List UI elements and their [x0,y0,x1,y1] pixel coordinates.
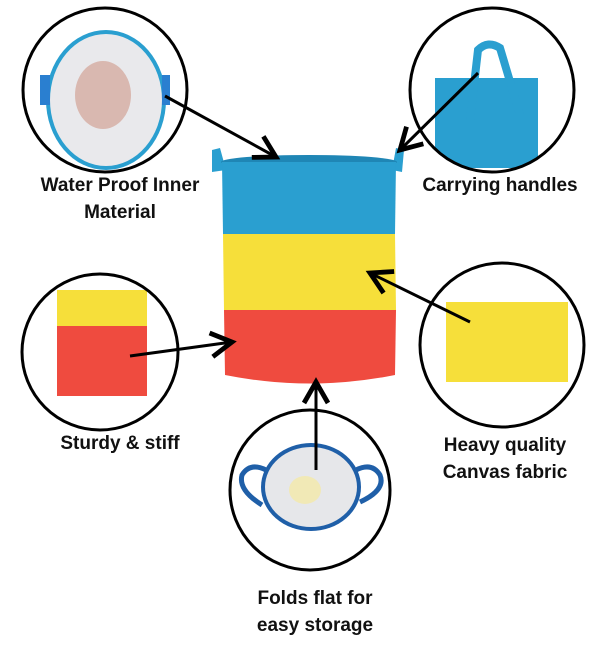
label-line: Carrying handles [422,175,578,196]
label-sturdy: Sturdy & stiff [20,430,220,457]
canvas-fabric-callout [418,261,586,429]
arrow-waterproof [164,94,281,160]
arrow-sturdy [129,330,237,359]
arrow-handles [396,71,480,154]
label-line: Sturdy & stiff [60,433,180,454]
carrying-handles-callout [408,6,576,174]
label-waterproof: Water Proof Inner Material [20,172,220,226]
laundry-bag-image [212,148,404,384]
label-handles: Carrying handles [405,172,595,199]
label-line: Heavy quality [443,435,567,456]
folds-flat-callout [228,408,392,572]
label-line: Folds flat for [257,588,373,609]
callout-arrows [129,71,480,470]
label-canvas: Heavy quality Canvas fabric [410,432,600,486]
label-folds: Folds flat for easy storage [215,585,415,639]
label-line: Canvas fabric [442,462,568,483]
sturdy-callout [20,272,180,432]
label-line: Water Proof Inner [40,175,200,196]
label-line: easy storage [256,615,374,636]
arrow-canvas [365,269,471,324]
label-line: Material [84,202,156,223]
waterproof-liner-callout [21,6,189,174]
